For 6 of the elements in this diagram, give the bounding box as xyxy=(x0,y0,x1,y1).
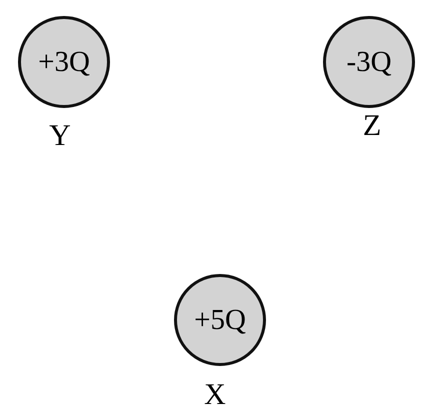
charge-value: +3Q xyxy=(38,48,90,76)
charge-label: Z xyxy=(362,111,382,141)
charge-value: +5Q xyxy=(194,306,246,334)
charge-value: -3Q xyxy=(346,48,392,76)
charge-label: Y xyxy=(49,121,71,151)
charge-label: X xyxy=(204,380,226,410)
